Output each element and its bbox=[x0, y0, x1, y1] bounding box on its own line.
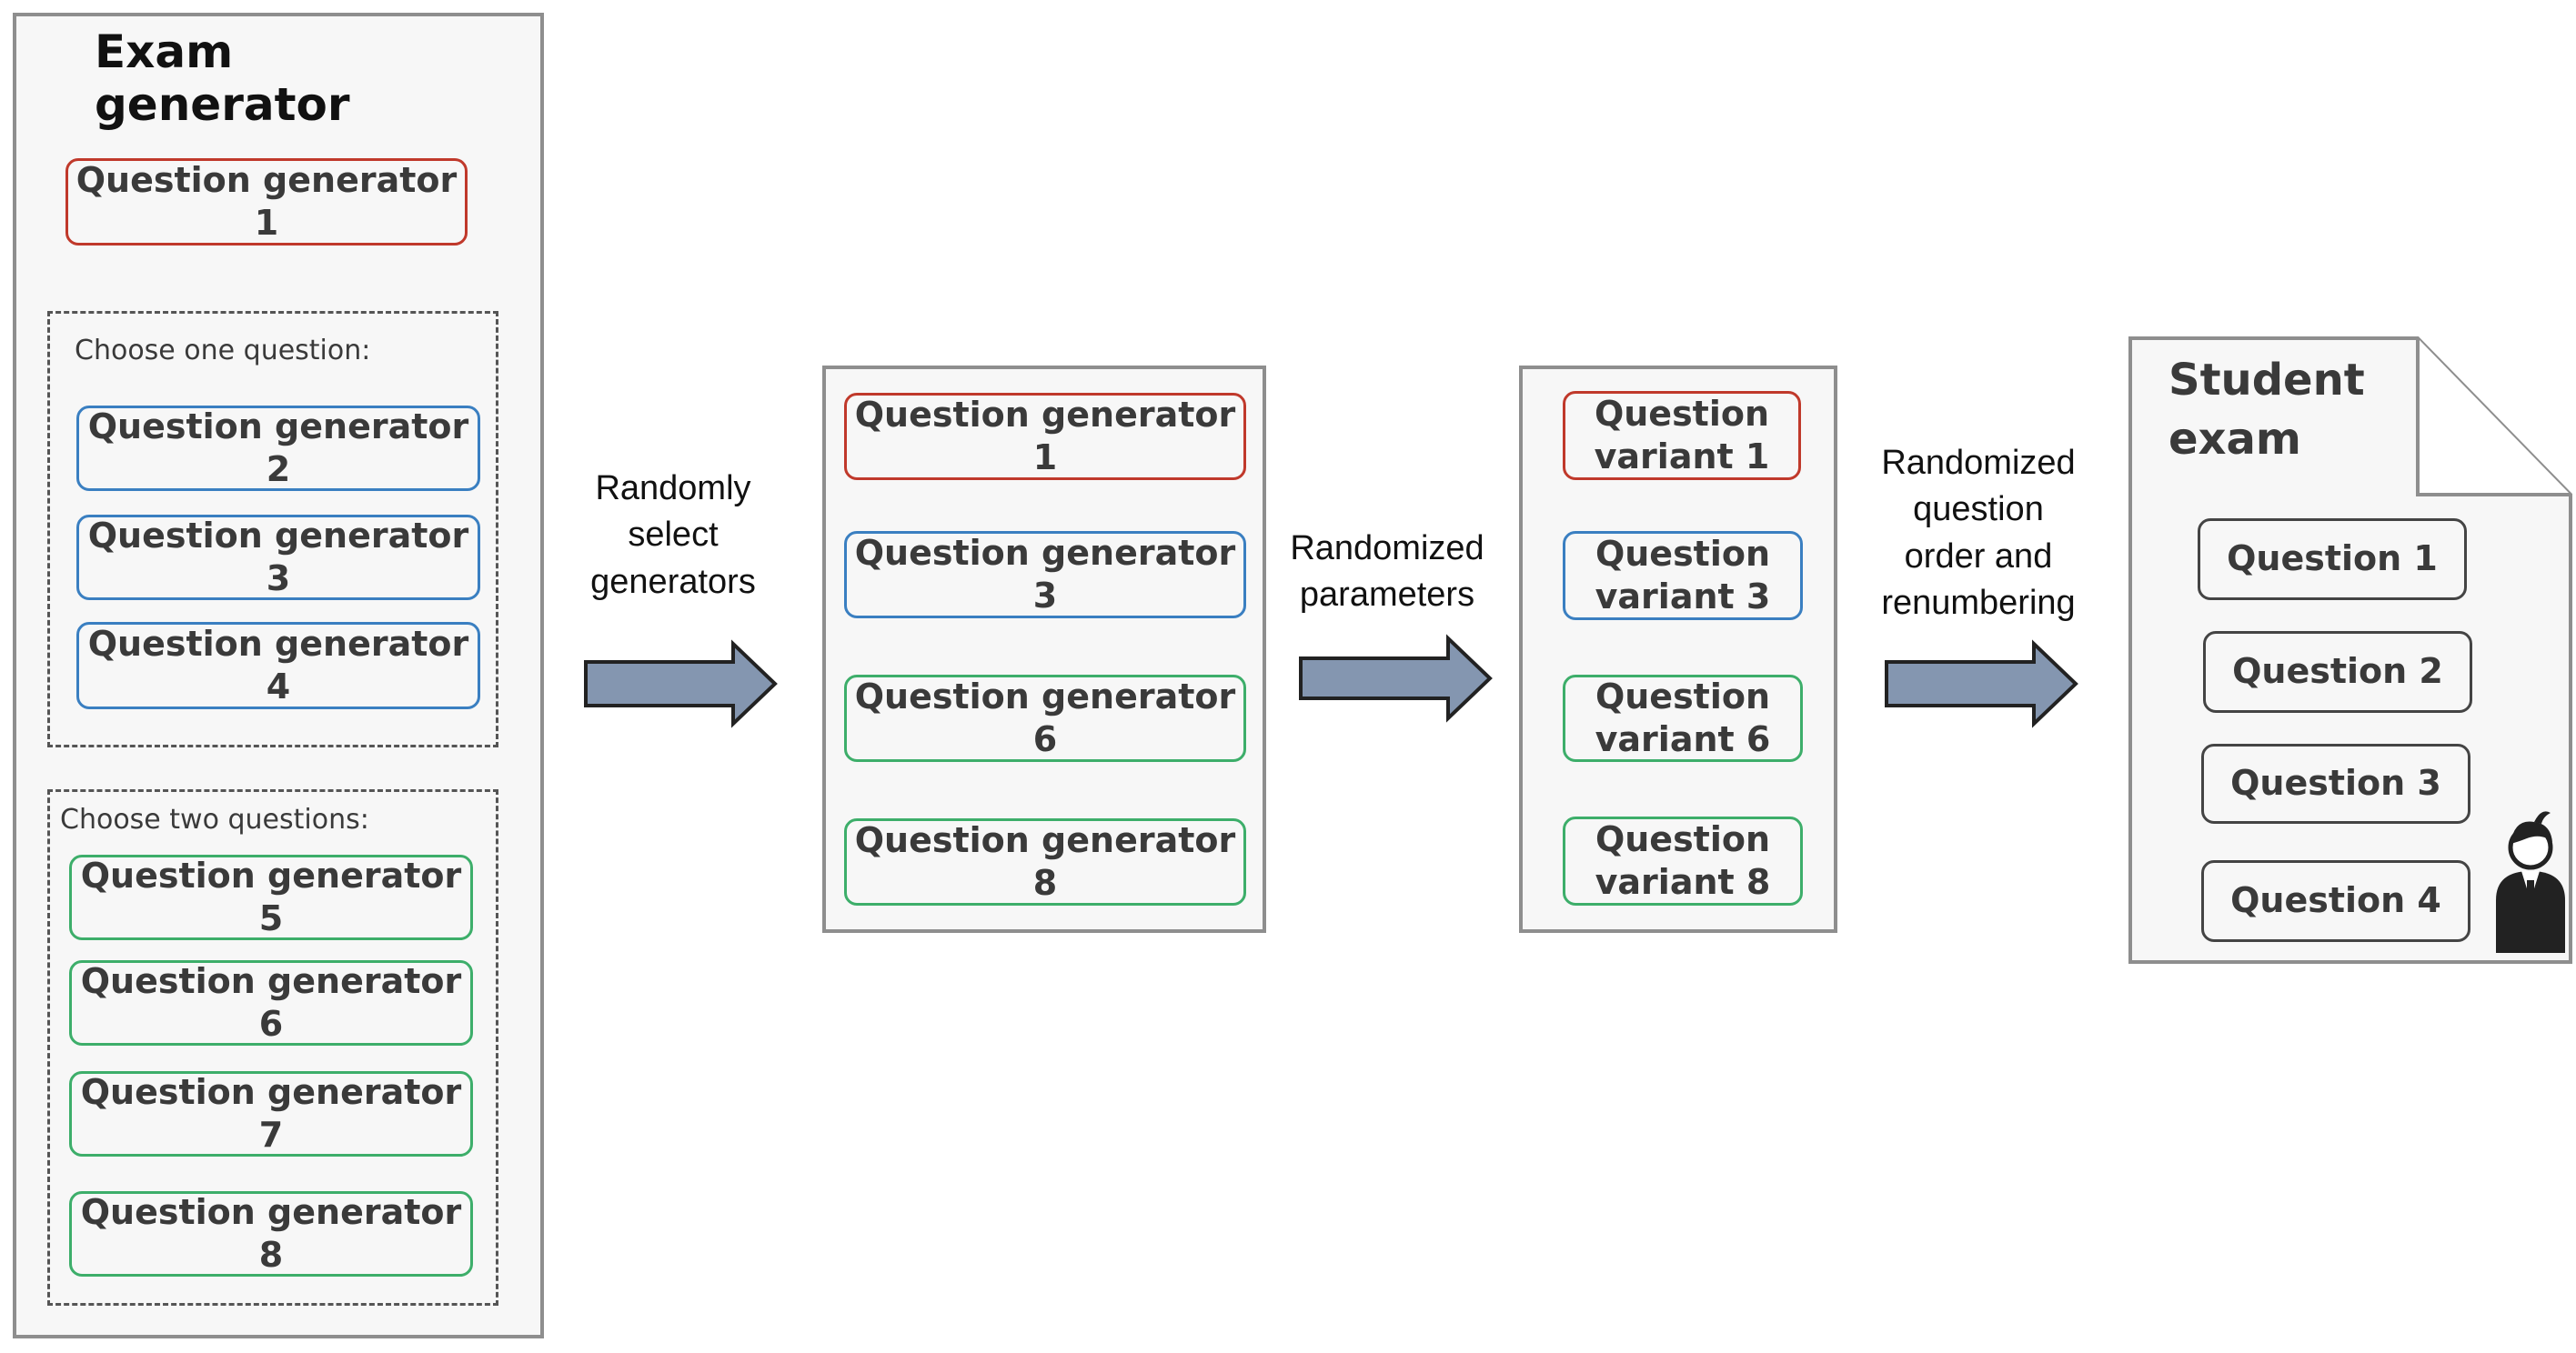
exam-question-4: Question 4 bbox=[2201, 860, 2470, 942]
generator-box-4: Question generator 4 bbox=[76, 622, 480, 709]
arrow-renumbering bbox=[1885, 639, 2078, 728]
student-exam-title: Student exam bbox=[2168, 355, 2365, 465]
step-label-select: Randomly select generators bbox=[590, 469, 756, 601]
question-variant-3: Question variant 3 bbox=[1563, 531, 1803, 620]
question-variant-6: Question variant 6 bbox=[1563, 675, 1803, 762]
arrow-select bbox=[584, 639, 778, 728]
question-variant-8: Question variant 8 bbox=[1563, 817, 1803, 906]
generator-box-6: Question generator 6 bbox=[69, 960, 473, 1046]
arrow-parameters bbox=[1299, 634, 1493, 723]
exam-generator-title: Exam generator bbox=[95, 25, 350, 131]
choose-two-group bbox=[47, 789, 498, 1306]
selected-generator-1: Question generator 1 bbox=[844, 393, 1246, 480]
exam-question-3: Question 3 bbox=[2201, 744, 2470, 824]
generator-box-8: Question generator 8 bbox=[69, 1191, 473, 1277]
choose-one-group bbox=[47, 311, 498, 747]
step-label-renumbering: Randomized question order and renumberin… bbox=[1881, 444, 2076, 622]
selected-generator-3: Question generator 3 bbox=[844, 531, 1246, 618]
question-variant-1: Question variant 1 bbox=[1563, 391, 1801, 480]
student-icon bbox=[2496, 811, 2565, 953]
choose-one-label: Choose one question: bbox=[75, 335, 371, 366]
selected-generator-6: Question generator 6 bbox=[844, 675, 1246, 762]
generator-box-5: Question generator 5 bbox=[69, 855, 473, 940]
selected-generator-8: Question generator 8 bbox=[844, 818, 1246, 906]
generator-box-2: Question generator 2 bbox=[76, 406, 480, 491]
exam-question-1: Question 1 bbox=[2198, 518, 2467, 600]
generator-box-7: Question generator 7 bbox=[69, 1071, 473, 1157]
page-fold bbox=[2416, 338, 2571, 496]
choose-two-label: Choose two questions: bbox=[60, 804, 369, 836]
exam-question-2: Question 2 bbox=[2203, 631, 2472, 713]
step-label-parameters: Randomized parameters bbox=[1290, 529, 1484, 615]
generator-box-1: Question generator 1 bbox=[65, 158, 468, 246]
generator-box-3: Question generator 3 bbox=[76, 515, 480, 600]
